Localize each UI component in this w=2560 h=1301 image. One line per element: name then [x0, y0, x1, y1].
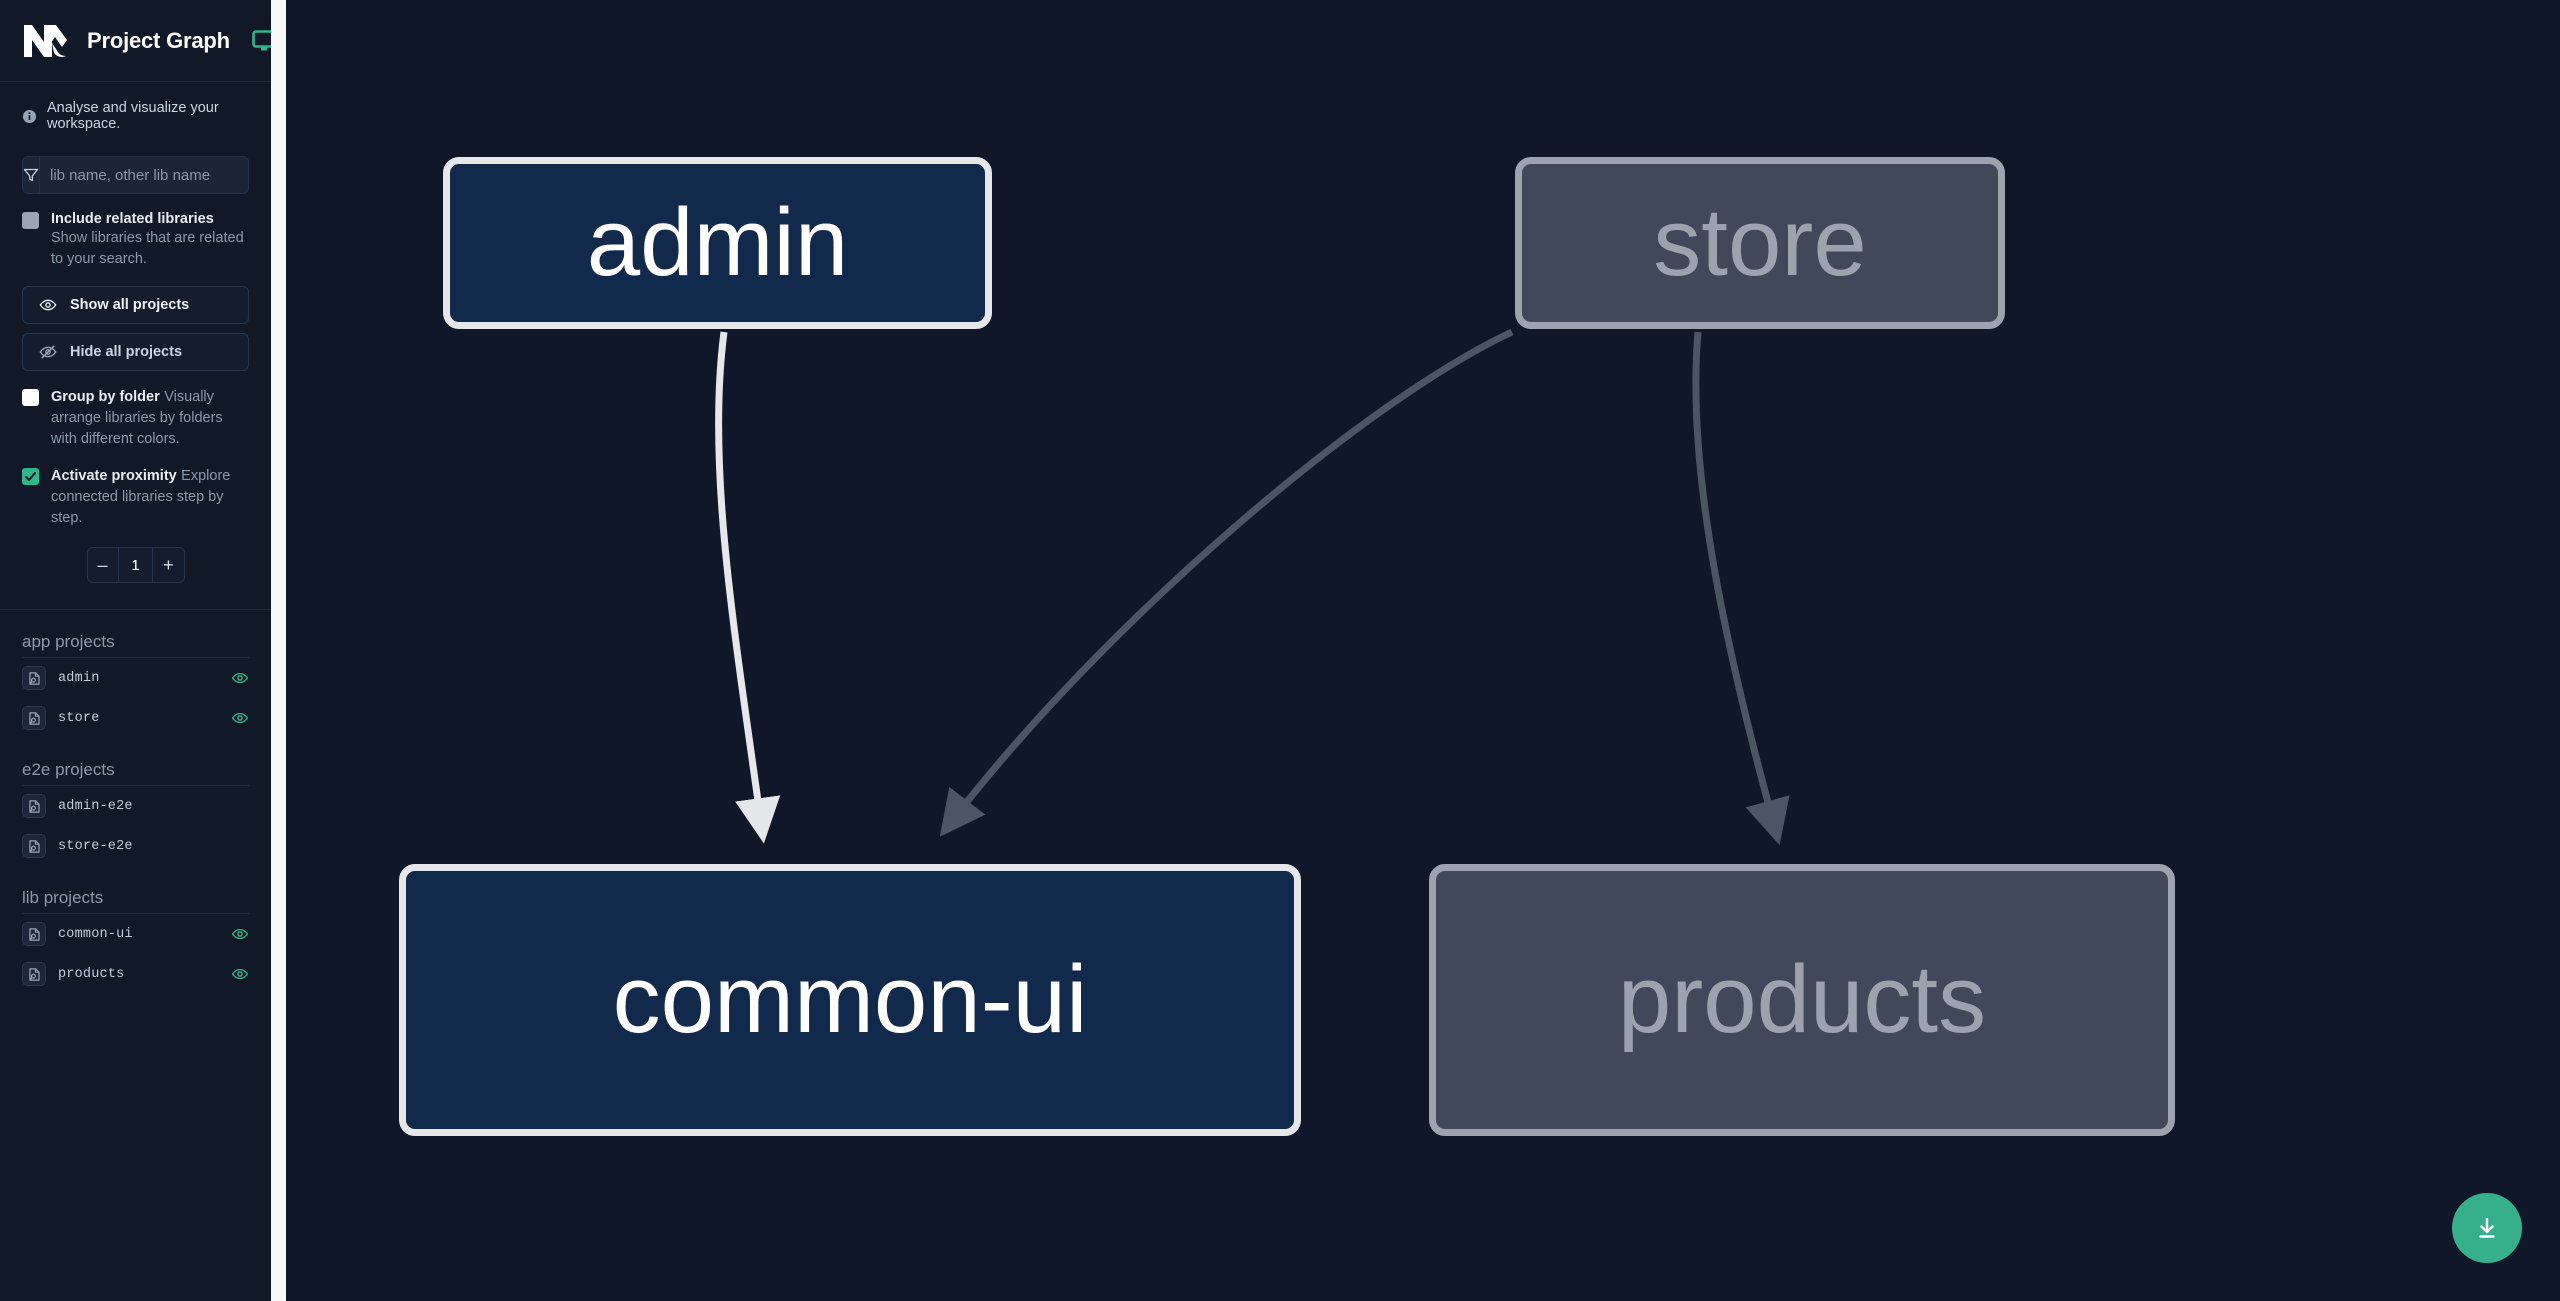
hide-all-projects-button[interactable]: Hide all projects	[22, 333, 249, 372]
option-activate-proximity[interactable]: Activate proximity Explore connected lib…	[22, 466, 249, 529]
sidebar: Project Graph Analyse and visualize your…	[0, 0, 271, 1301]
checkmark-icon	[24, 472, 37, 482]
sidebar-scrollbar[interactable]	[271, 0, 286, 1301]
proximity-stepper: – 1 +	[86, 547, 185, 584]
project-name: common-ui	[58, 926, 133, 942]
graph-node-box: products	[1429, 864, 2175, 1136]
project-row-admin[interactable]: admin	[22, 658, 249, 698]
show-all-projects-label: Show all projects	[70, 297, 190, 314]
nx-logo-icon	[22, 21, 69, 61]
project-group-lib-projects: lib projects common-ui products	[0, 866, 271, 994]
activate-proximity-checkbox[interactable]	[22, 468, 39, 486]
proximity-increment-button[interactable]: +	[153, 548, 184, 583]
graph-node-box: store	[1515, 157, 2005, 329]
project-file-icon	[22, 666, 46, 691]
project-name: admin-e2e	[58, 798, 133, 814]
option-label: Group by folder	[51, 389, 160, 406]
option-description: Show libraries that are related to your …	[51, 230, 244, 268]
project-file-icon	[22, 962, 46, 987]
graph-node-box: common-ui	[399, 864, 1301, 1136]
eye-visible-icon[interactable]	[231, 669, 249, 687]
sidebar-header: Project Graph	[0, 0, 271, 82]
graph-node-label: store	[1653, 189, 1867, 296]
eye-visible-icon[interactable]	[231, 709, 249, 727]
search-input[interactable]	[40, 157, 248, 193]
option-label: Include related libraries	[51, 211, 214, 227]
proximity-value: 1	[117, 548, 154, 583]
graph-node-label: products	[1617, 946, 1987, 1053]
download-button[interactable]	[2452, 1193, 2522, 1263]
project-file-icon	[22, 834, 46, 859]
eye-placeholder	[231, 797, 249, 815]
group-by-folder-checkbox[interactable]	[22, 389, 39, 407]
project-name: admin	[58, 670, 100, 686]
eye-visible-icon[interactable]	[231, 925, 249, 943]
monitor-icon[interactable]	[252, 29, 271, 52]
graph-node-label: common-ui	[612, 946, 1088, 1053]
search-bar	[22, 156, 249, 194]
project-group-app-projects: app projects admin store	[0, 610, 271, 738]
option-group-by-folder[interactable]: Group by folder Visually arrange librari…	[22, 387, 249, 450]
project-group-title: lib projects	[22, 866, 249, 915]
project-groups: app projects admin store e2e projects ad…	[0, 610, 271, 994]
option-description: Explore connected libraries step by step…	[51, 468, 231, 527]
sidebar-controls: Include related libraries Show libraries…	[0, 156, 271, 584]
project-name: products	[58, 966, 125, 982]
download-icon	[2479, 1217, 2495, 1238]
funnel-glyph	[23, 167, 39, 183]
project-row-products[interactable]: products	[22, 954, 249, 994]
project-row-admin-e2e[interactable]: admin-e2e	[22, 786, 249, 826]
project-group-title: e2e projects	[22, 738, 249, 787]
graph-canvas[interactable]: admin store common-ui products	[286, 0, 2560, 1301]
edge-store-to-products	[1692, 331, 1790, 846]
project-name: store-e2e	[58, 838, 133, 854]
graph-edges	[715, 328, 1790, 846]
project-file-icon	[22, 794, 46, 819]
eye-visible-icon[interactable]	[231, 965, 249, 983]
project-group-title: app projects	[22, 610, 249, 659]
project-file-icon	[22, 706, 46, 731]
project-file-icon	[22, 922, 46, 947]
project-row-store[interactable]: store	[22, 698, 249, 738]
hide-all-projects-label: Hide all projects	[70, 344, 183, 361]
graph-node-store[interactable]: store	[1515, 157, 2005, 329]
tagline: Analyse and visualize your workspace.	[0, 82, 271, 138]
project-row-store-e2e[interactable]: store-e2e	[22, 826, 249, 866]
eye-placeholder	[231, 837, 249, 855]
project-name: store	[58, 710, 100, 726]
tagline-text: Analyse and visualize your workspace.	[47, 100, 219, 132]
edge-store-to-common-ui	[939, 328, 1514, 837]
graph-node-products[interactable]: products	[1429, 864, 2175, 1136]
show-all-projects-button[interactable]: Show all projects	[22, 286, 249, 325]
option-label: Activate proximity	[51, 468, 177, 485]
info-icon	[22, 109, 37, 124]
graph-node-label: admin	[586, 189, 849, 296]
project-row-common-ui[interactable]: common-ui	[22, 914, 249, 954]
filter-funnel-icon[interactable]	[23, 157, 40, 193]
option-include-related-libraries[interactable]: Include related libraries Show libraries…	[22, 210, 249, 270]
proximity-decrement-button[interactable]: –	[87, 548, 118, 583]
project-group-e2e-projects: e2e projects admin-e2e store-e2e	[0, 738, 271, 866]
include-related-libraries-checkbox[interactable]	[22, 212, 39, 229]
eye-off-icon	[39, 345, 57, 359]
graph-node-box: admin	[443, 157, 992, 329]
option-description: Visually arrange libraries by folders wi…	[51, 389, 223, 448]
eye-icon	[39, 299, 57, 311]
graph-node-admin[interactable]: admin	[443, 157, 992, 329]
sidebar-divider	[0, 609, 271, 611]
page-title: Project Graph	[87, 27, 230, 53]
graph-node-common-ui[interactable]: common-ui	[399, 864, 1301, 1136]
edge-admin-to-common-ui	[715, 331, 781, 844]
